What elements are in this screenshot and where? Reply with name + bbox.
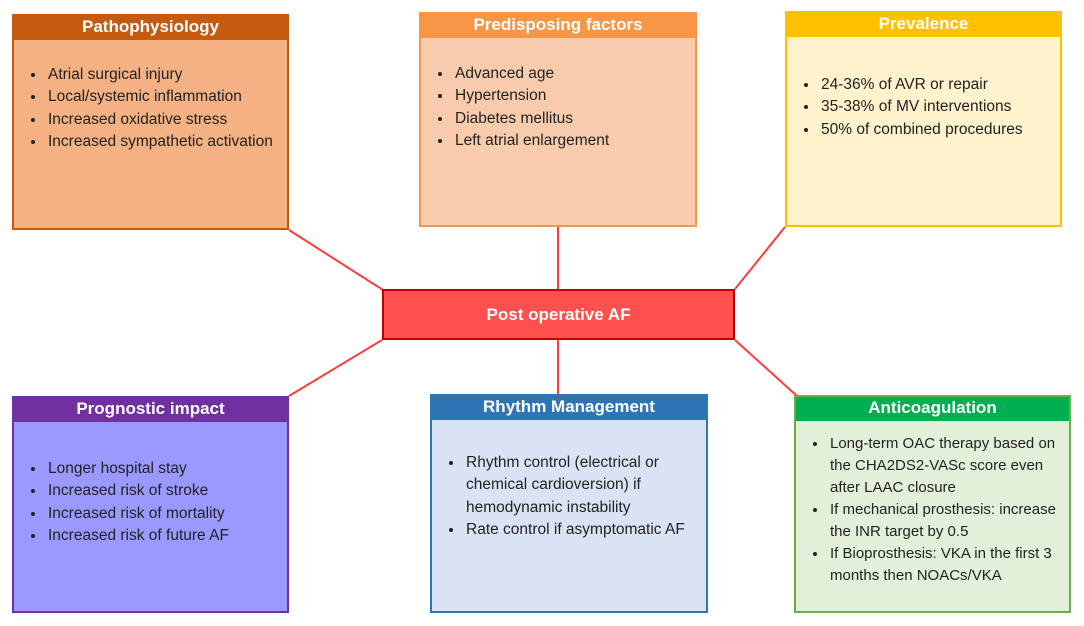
list-item: 50% of combined procedures — [819, 119, 1054, 141]
list-item: Atrial surgical injury — [46, 64, 281, 86]
list-item: Increased sympathetic activation — [46, 131, 281, 153]
prevalence-box: Prevalence 24-36% of AVR or repair 35-38… — [785, 11, 1062, 227]
list-item: If mechanical prosthesis: increase the I… — [828, 499, 1061, 543]
list-item: Increased oxidative stress — [46, 109, 281, 131]
list-item: Local/systemic inflammation — [46, 86, 281, 108]
pathophysiology-box: Pathophysiology Atrial surgical injury L… — [12, 14, 289, 230]
list-item: Advanced age — [453, 63, 689, 85]
anticoagulation-title: Anticoagulation — [796, 397, 1069, 421]
list-item: 24-36% of AVR or repair — [819, 74, 1054, 96]
connector-anticoagulation — [734, 339, 798, 397]
predisposing-factors-box: Predisposing factors Advanced age Hypert… — [419, 12, 697, 227]
list-item: 35-38% of MV interventions — [819, 96, 1054, 118]
anticoagulation-box: Anticoagulation Long-term OAC therapy ba… — [794, 395, 1071, 613]
rhythm-management-list: Rhythm control (electrical or chemical c… — [432, 452, 706, 541]
list-item: Increased risk of stroke — [46, 480, 281, 502]
list-item: Rate control if asymptomatic AF — [464, 519, 696, 541]
center-label: Post operative AF — [486, 304, 631, 324]
list-item: Hypertension — [453, 85, 689, 107]
rhythm-management-title: Rhythm Management — [432, 396, 706, 420]
list-item: Rhythm control (electrical or chemical c… — [464, 452, 696, 519]
pathophysiology-title: Pathophysiology — [14, 16, 287, 40]
list-item: Longer hospital stay — [46, 458, 281, 480]
predisposing-factors-list: Advanced age Hypertension Diabetes melli… — [421, 63, 695, 152]
list-item: Increased risk of mortality — [46, 503, 281, 525]
list-item: Diabetes mellitus — [453, 108, 689, 130]
prognostic-impact-box: Prognostic impact Longer hospital stay I… — [12, 396, 289, 613]
center-node: Post operative AF — [382, 289, 735, 340]
list-item: If Bioprosthesis: VKA in the first 3 mon… — [828, 543, 1061, 587]
list-item: Long-term OAC therapy based on the CHA2D… — [828, 433, 1061, 499]
connector-prevalence — [734, 226, 786, 290]
list-item: Increased risk of future AF — [46, 525, 281, 547]
connector-prognostic — [288, 339, 383, 397]
prognostic-impact-list: Longer hospital stay Increased risk of s… — [14, 458, 287, 547]
connector-pathophysiology — [288, 229, 384, 291]
predisposing-factors-title: Predisposing factors — [421, 14, 695, 38]
prevalence-list: 24-36% of AVR or repair 35-38% of MV int… — [787, 74, 1060, 141]
prognostic-impact-title: Prognostic impact — [14, 398, 287, 422]
rhythm-management-box: Rhythm Management Rhythm control (electr… — [430, 394, 708, 613]
list-item: Left atrial enlargement — [453, 130, 689, 152]
anticoagulation-list: Long-term OAC therapy based on the CHA2D… — [796, 433, 1069, 587]
prevalence-title: Prevalence — [787, 13, 1060, 37]
pathophysiology-list: Atrial surgical injury Local/systemic in… — [14, 64, 287, 153]
